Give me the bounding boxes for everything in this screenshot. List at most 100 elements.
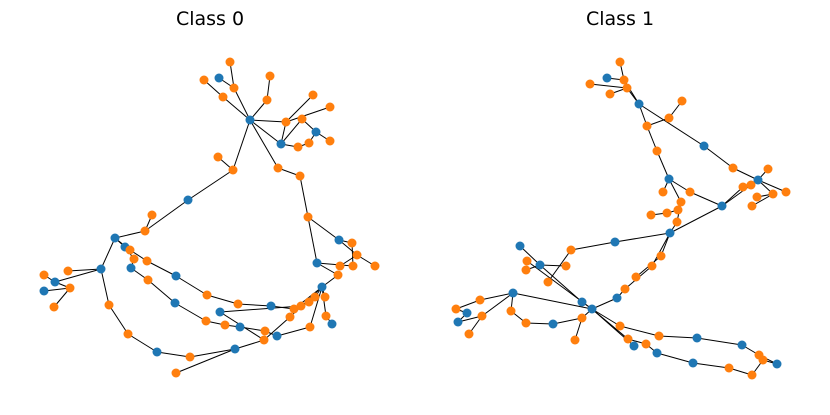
graph-node-orange [333,270,343,280]
graph-node-orange [747,201,757,211]
graph-node-blue [214,73,224,83]
graph-node-orange [664,113,674,123]
graph-node-orange [642,121,652,131]
graph-edge [570,241,616,251]
graph-node-blue [753,175,763,185]
graph-node-blue [699,141,709,151]
graph-node-blue [737,340,747,350]
graph-node-orange [320,292,330,302]
graph-node-blue [272,331,282,341]
node-layer-class-1 [451,57,791,380]
graph-node-blue [577,297,587,307]
graph-node-orange [647,261,657,271]
graph-node-blue [610,237,620,247]
graph-node-orange [464,329,474,339]
graph-node-orange [296,301,306,311]
graph-node-orange [752,192,762,202]
graph-node-blue [317,282,327,292]
graph-node-blue [266,301,276,311]
graph-node-blue [50,277,60,287]
graph-edge [237,303,272,307]
graph-node-orange [293,142,303,152]
graph-node-orange [147,210,157,220]
graph-node-blue [126,263,136,273]
graph-edge [54,268,102,283]
graph-node-blue [548,319,558,329]
graph-edge [307,216,318,264]
graph-node-blue [453,317,463,327]
graph-node-blue [587,304,597,314]
graph-node-blue [629,341,639,351]
graph-node-orange [310,292,320,302]
graph-node-orange [352,250,362,260]
graph-node-blue [171,271,181,281]
graph-node-orange [304,138,314,148]
graph-edge [669,205,723,234]
graph-edge [263,316,291,341]
graph-edge [147,279,176,304]
graph-node-orange [171,368,181,378]
graph-node-blue [535,260,545,270]
graph-node-orange [585,79,595,89]
graph-node-orange [325,136,335,146]
graph-edge [114,230,146,239]
graph-node-blue [515,241,525,251]
graph-node-orange [185,352,195,362]
graph-node-blue [235,322,245,332]
graph-node-orange [615,321,625,331]
graph-edge [481,292,514,317]
graph-edge [67,268,102,272]
graph-node-orange [228,165,238,175]
graph-node-orange [619,75,629,85]
graph-node-orange [201,316,211,326]
graph-node-orange [225,57,235,67]
graph-node-orange [262,95,272,105]
graph-node-orange [475,295,485,305]
graph-node-orange [49,302,59,312]
graph-node-blue [245,115,255,125]
graph-node-orange [521,265,531,275]
graph-edge [144,199,189,232]
graph-node-orange [308,90,318,100]
graph-node-orange [654,331,664,341]
graph-node-orange [543,277,553,287]
graph-node-orange [738,182,748,192]
graph-node-orange [259,335,269,345]
graph-node-orange [370,261,380,271]
graph-edge [321,286,327,317]
graph-node-orange [199,75,209,85]
graph-node-blue [96,264,106,274]
graph-node-blue [664,174,674,184]
graph-edge [307,216,340,241]
graph-edge [619,325,660,337]
graph-node-orange [325,102,335,112]
graph-edge [249,119,282,145]
graph-node-orange [672,217,682,227]
graph-edge [108,304,129,335]
graph-edge [658,335,698,339]
graph-edge [614,232,671,243]
graph-edge [552,317,583,325]
graph-node-blue [688,358,698,368]
graph-node-orange [202,290,212,300]
graph-node-blue [772,359,782,369]
graph-node-orange [65,283,75,293]
graph-node-orange [39,270,49,280]
graph-node-blue [152,347,162,357]
graph-node-orange [347,238,357,248]
graph-node-orange [229,83,239,93]
graph-edge [721,186,744,207]
graph-edge [280,118,303,145]
graph-node-blue [170,298,180,308]
graph-edge [249,119,279,169]
graph-edge [757,179,787,193]
graph-node-orange [321,311,331,321]
graph-node-orange [303,212,313,222]
graph-node-orange [104,300,114,310]
graph-node-blue [327,319,337,329]
graph-node-orange [273,163,283,173]
graph-node-orange [620,284,630,294]
graph-node-blue [276,139,286,149]
graph-edge [249,119,287,123]
